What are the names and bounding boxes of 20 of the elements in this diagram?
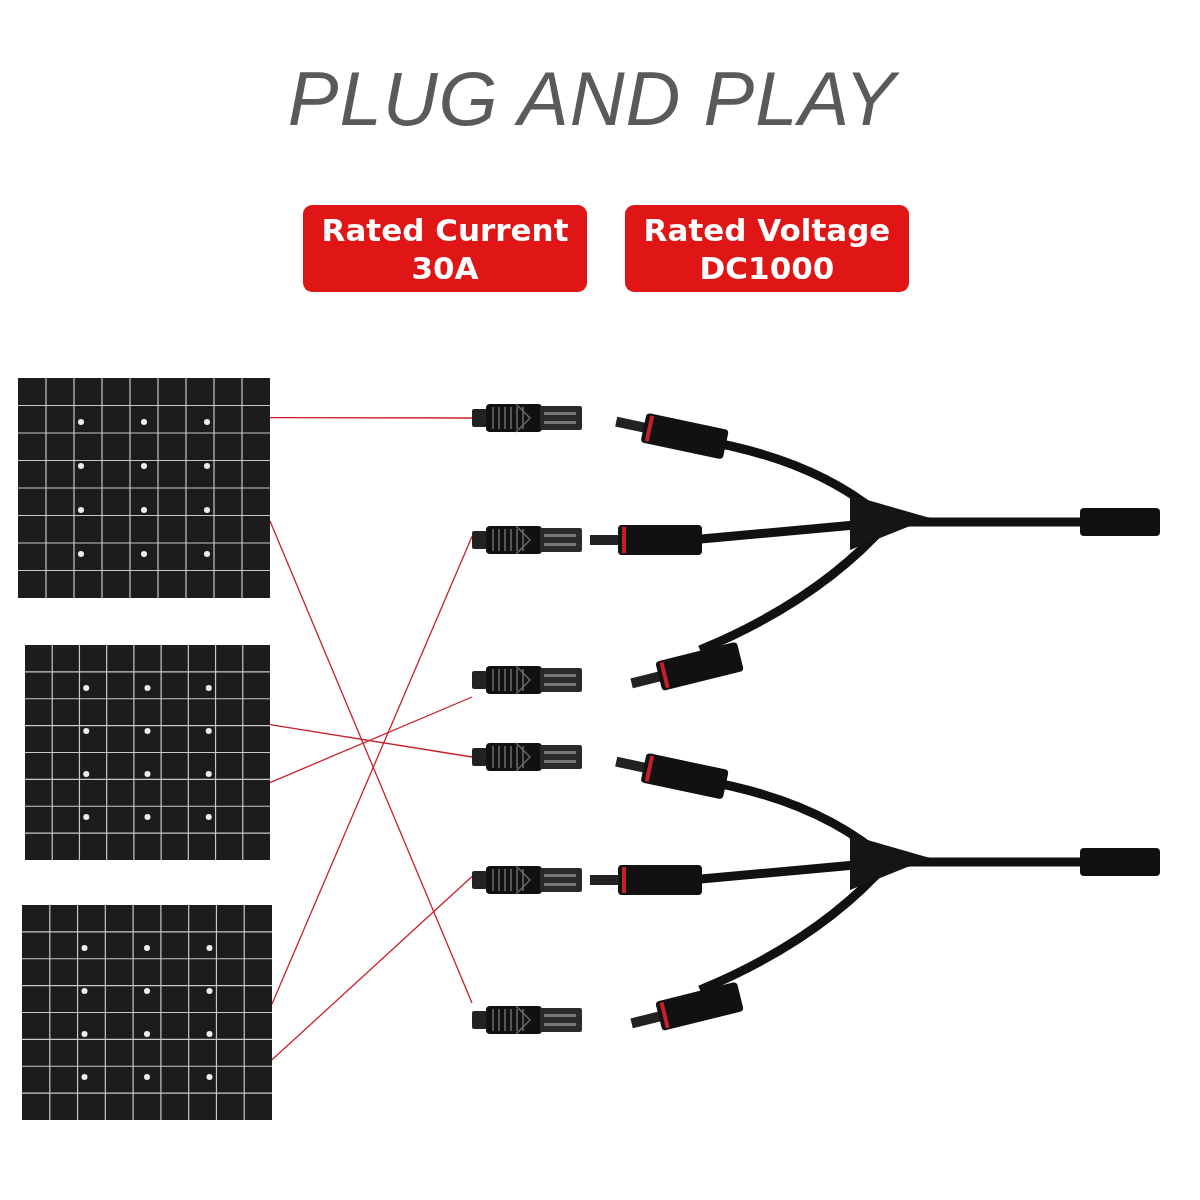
- spec-badge: [303, 205, 587, 292]
- spec-value: 30A: [410, 249, 480, 287]
- connector-picture: [472, 740, 582, 774]
- connector-picture: [472, 523, 582, 557]
- spec-label: Rated Current: [320, 211, 570, 249]
- connection-line: [269, 723, 473, 758]
- connection-line: [269, 696, 473, 784]
- connection-line: [269, 416, 473, 419]
- connector-picture: [472, 663, 582, 697]
- solar-panel-picture: [22, 905, 272, 1120]
- spec-value: DC1000: [698, 249, 836, 287]
- connector-picture: [472, 401, 582, 435]
- connection-line: [271, 875, 473, 1061]
- connector-picture: [472, 863, 582, 897]
- spec-label: Rated Voltage: [642, 211, 892, 249]
- page-title: PLUG AND PLAY: [0, 55, 1184, 142]
- solar-panel-picture: [18, 378, 270, 598]
- solar-panel-picture: [25, 645, 270, 860]
- connector-picture: [472, 1003, 582, 1037]
- spec-badge: [625, 205, 909, 292]
